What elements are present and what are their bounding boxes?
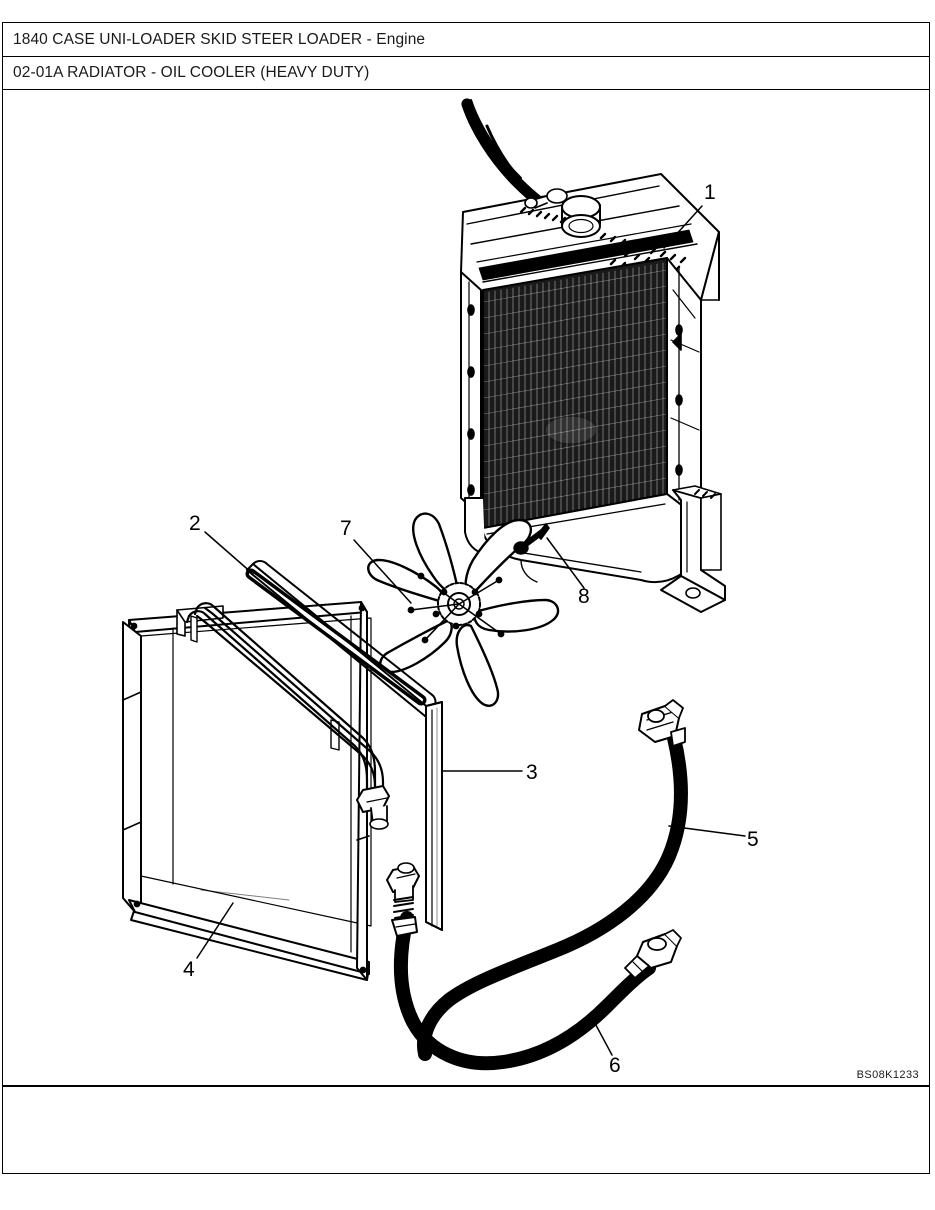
hose-upper-fitting xyxy=(638,699,686,747)
header-title-section: 02-01A RADIATOR - OIL COOLER (HEAVY DUTY… xyxy=(13,64,370,81)
callout-5: 5 xyxy=(747,828,759,851)
leader-7 xyxy=(353,539,412,604)
cooling-fan xyxy=(367,512,560,707)
callout-2: 2 xyxy=(189,512,201,535)
leader-8 xyxy=(546,537,585,589)
radiator-assembly xyxy=(460,173,726,613)
parts-illustration: 1 2 3 4 5 6 7 8 xyxy=(122,98,759,1077)
hydraulic-hose-lower xyxy=(386,862,682,1071)
cooler-line-fittings xyxy=(356,785,390,830)
leader-1 xyxy=(663,205,703,249)
drawing-area: 1 2 3 4 5 6 7 8 BS08K1233 xyxy=(2,90,930,1086)
radiator-filler-neck xyxy=(561,195,601,238)
seal-strip xyxy=(425,701,443,931)
radiator-outlet-nipple xyxy=(524,188,568,209)
hose-lower-right-fitting xyxy=(624,929,682,979)
leader-5 xyxy=(668,825,746,837)
document-footer xyxy=(2,1086,930,1174)
oil-cooler-assembly xyxy=(122,601,372,981)
callout-1: 1 xyxy=(704,181,716,204)
leader-6 xyxy=(589,1013,613,1056)
callout-7: 7 xyxy=(340,517,352,540)
leader-4 xyxy=(196,902,234,959)
document-header: 1840 CASE UNI-LOADER SKID STEER LOADER -… xyxy=(2,22,930,90)
radiator-mounting-bracket xyxy=(660,485,726,613)
callout-leaders xyxy=(196,205,746,1056)
hydraulic-hose-upper xyxy=(417,699,688,1061)
fan-mounting-bolt xyxy=(513,523,550,555)
oil-cooler-tubes xyxy=(185,560,437,830)
radiator-core xyxy=(482,257,668,529)
drawing-reference-code: BS08K1233 xyxy=(856,1069,919,1081)
hose-lower-left-fitting xyxy=(386,862,420,937)
callout-8: 8 xyxy=(578,585,590,608)
header-title-model: 1840 CASE UNI-LOADER SKID STEER LOADER -… xyxy=(13,31,426,48)
callout-4: 4 xyxy=(183,958,195,981)
header-divider xyxy=(3,56,929,58)
leader-2 xyxy=(204,531,254,575)
callout-3: 3 xyxy=(526,761,538,784)
callout-6: 6 xyxy=(609,1054,621,1077)
